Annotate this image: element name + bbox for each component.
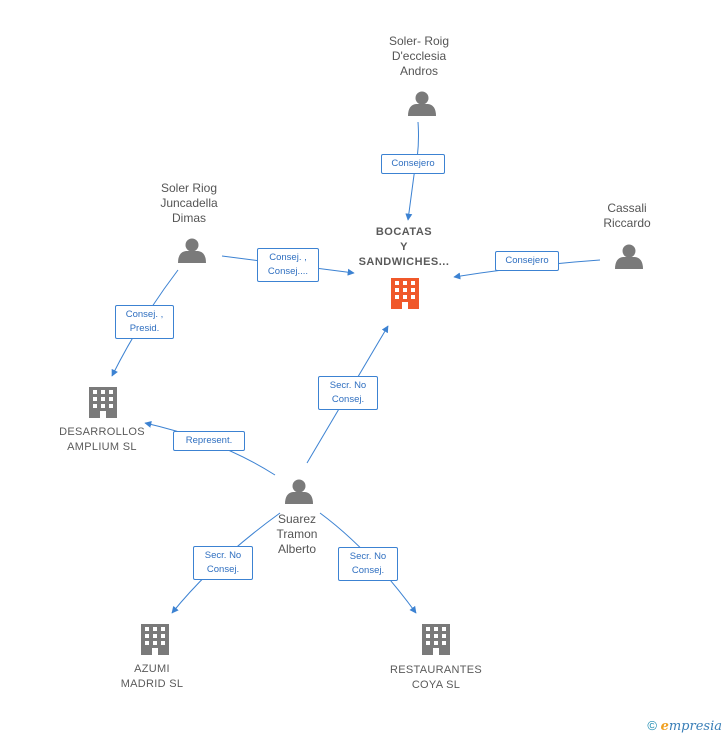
edge-soler-roig-to-main bbox=[405, 121, 419, 221]
company-label-restaurantes[interactable]: RESTAURANTES COYA SL bbox=[389, 664, 483, 691]
edge-label-secr-no-consej: Secr. No Consej. bbox=[318, 376, 378, 410]
edge-label-consej-consej: Consej. , Consej.... bbox=[257, 248, 319, 282]
edge-label-consej-presid: Consej. , Presid. bbox=[115, 305, 174, 339]
building-icon[interactable] bbox=[141, 624, 169, 655]
edge-label-consejero: Consejero bbox=[381, 154, 445, 174]
company-label-azumi[interactable]: AZUMI MADRID SL bbox=[120, 663, 184, 690]
person-icon[interactable] bbox=[615, 244, 643, 270]
person-label-cassali[interactable]: Cassali Riccardo bbox=[603, 201, 651, 230]
edge-label-consejero: Consejero bbox=[495, 251, 559, 271]
empresia-brand: © empresia bbox=[647, 718, 722, 734]
person-label-soler-riog[interactable]: Soler Riog Juncadella Dimas bbox=[160, 181, 218, 225]
building-icon[interactable] bbox=[89, 387, 117, 418]
copyright-symbol: © bbox=[647, 718, 657, 733]
person-label-suarez[interactable]: Suarez Tramon Alberto bbox=[276, 512, 318, 556]
brand-name: mpresia bbox=[668, 719, 722, 734]
building-icon[interactable] bbox=[391, 278, 419, 309]
person-icon[interactable] bbox=[285, 479, 313, 505]
person-icon[interactable] bbox=[178, 238, 206, 264]
edge-label-secr-no-consej: Secr. No Consej. bbox=[338, 547, 398, 581]
edge-label-secr-no-consej: Secr. No Consej. bbox=[193, 546, 253, 580]
brand-initial: e bbox=[660, 719, 669, 734]
person-label-soler-roig[interactable]: Soler- Roig D'ecclesia Andros bbox=[388, 34, 450, 78]
building-icon[interactable] bbox=[422, 624, 450, 655]
edge-label-represent: Represent. bbox=[173, 431, 245, 451]
company-label-desarrollos[interactable]: DESARROLLOS AMPLIUM SL bbox=[59, 426, 145, 453]
person-icon[interactable] bbox=[408, 91, 436, 117]
company-label-main[interactable]: BOCATAS Y SANDWICHES... bbox=[358, 226, 450, 268]
